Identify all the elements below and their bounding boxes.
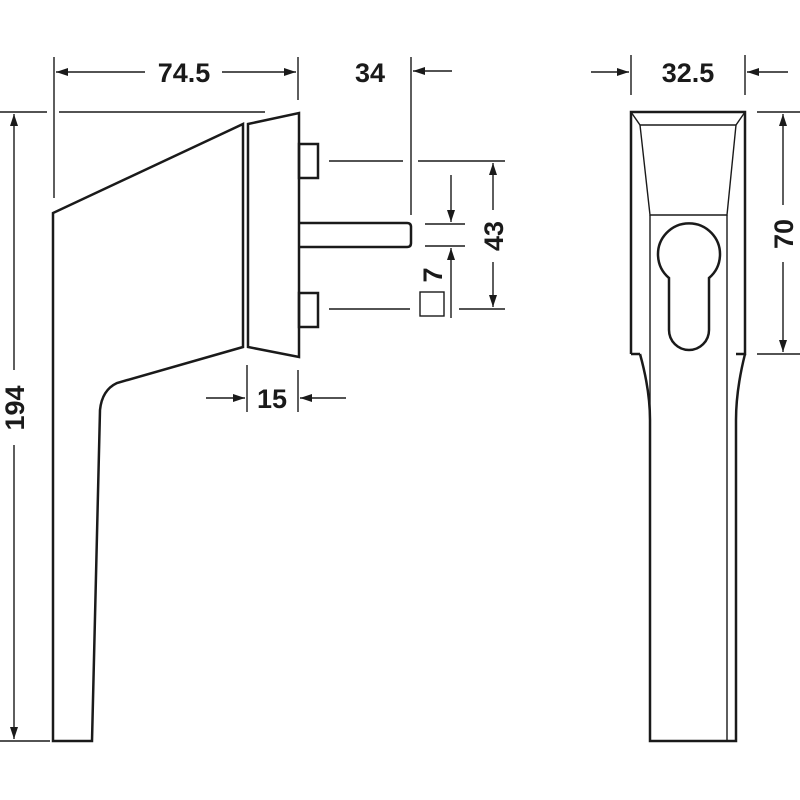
front-view — [629, 110, 747, 743]
dimension-32-5: 32.5 — [591, 55, 788, 95]
dim-label-32-5: 32.5 — [662, 58, 715, 88]
handle-body-outline — [51, 122, 245, 743]
dimension-square-7: 7 — [418, 175, 465, 318]
spindle — [299, 221, 413, 249]
dimension-43: 43 — [329, 160, 509, 310]
fixing-pin-bottom — [297, 291, 320, 329]
square-symbol-icon — [419, 291, 445, 317]
dimension-34: 34 — [355, 57, 452, 215]
rosette-front-outline — [629, 110, 747, 356]
dimension-15: 15 — [206, 365, 346, 414]
fixing-pin-top — [297, 142, 320, 180]
dim-label-74-5: 74.5 — [158, 58, 211, 88]
dim-label-15: 15 — [257, 384, 287, 414]
dimension-74-5: 74.5 — [53, 57, 299, 198]
side-view — [51, 111, 413, 743]
keyhole-icon — [656, 222, 722, 352]
dim-label-43: 43 — [479, 221, 509, 251]
dim-label-70: 70 — [769, 219, 799, 249]
dimension-70: 70 — [757, 111, 800, 355]
rosette-outline — [246, 111, 301, 359]
dim-label-194: 194 — [0, 385, 30, 430]
dim-label-34: 34 — [355, 58, 385, 88]
dimension-194: 194 — [0, 111, 265, 742]
dim-label-7: 7 — [418, 267, 448, 282]
handle-front-outline — [638, 353, 747, 743]
